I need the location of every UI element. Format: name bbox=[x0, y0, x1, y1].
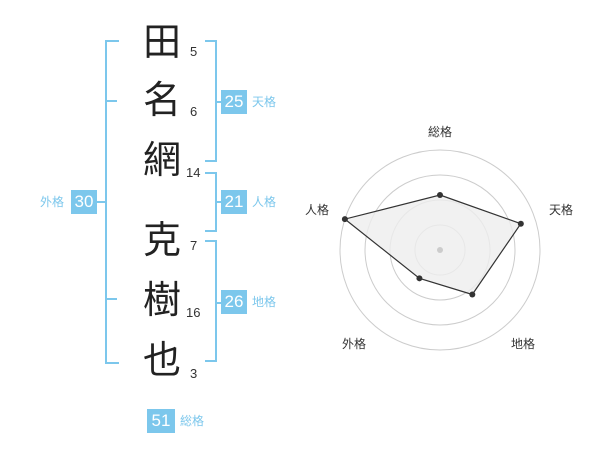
gaikaku-label: 外格 bbox=[40, 195, 65, 209]
name-char-4: 克 bbox=[142, 218, 181, 262]
radar-value-point bbox=[416, 275, 423, 282]
radar-axis-label-soukaku: 総格 bbox=[428, 125, 453, 139]
radar-grid-ring bbox=[364, 174, 516, 326]
tenkaku-label: 天格 bbox=[252, 95, 277, 109]
tenkaku-connector bbox=[215, 101, 221, 103]
stroke-count-5: 16 bbox=[186, 305, 201, 320]
radar-center-dot bbox=[437, 247, 443, 253]
chikaku-connector bbox=[215, 302, 221, 304]
chikaku-value: 26 bbox=[221, 290, 247, 314]
stroke-count-3: 14 bbox=[186, 165, 201, 180]
radar-value-point bbox=[517, 220, 524, 227]
gaikaku-connector bbox=[97, 201, 105, 203]
name-char-5: 樹 bbox=[142, 278, 181, 322]
stroke-count-1: 5 bbox=[190, 44, 198, 59]
radar-axis-label-jinkaku: 人格 bbox=[305, 203, 330, 217]
name-char-3: 網 bbox=[142, 138, 181, 182]
soukaku-value: 51 bbox=[147, 409, 175, 433]
name-char-2: 名 bbox=[142, 78, 181, 122]
radar-grid-ring bbox=[339, 149, 541, 351]
chikaku-bracket bbox=[205, 240, 217, 362]
stroke-count-6: 3 bbox=[190, 366, 198, 381]
radar-value-point bbox=[469, 291, 476, 298]
stroke-count-4: 7 bbox=[190, 238, 198, 253]
jinkaku-label: 人格 bbox=[252, 195, 277, 209]
fortune-radar-chart bbox=[339, 149, 541, 351]
soukaku-label: 総格 bbox=[180, 414, 205, 428]
gaikaku-bracket-tick-1 bbox=[105, 100, 117, 102]
stroke-count-2: 6 bbox=[190, 104, 198, 119]
radar-axis-label-chikaku: 地格 bbox=[511, 337, 536, 351]
radar-axis-label-tenkaku: 天格 bbox=[549, 203, 574, 217]
gaikaku-bracket bbox=[105, 40, 119, 364]
jinkaku-connector bbox=[215, 201, 221, 203]
radar-value-point bbox=[341, 216, 348, 223]
name-char-6: 也 bbox=[142, 338, 181, 382]
name-char-1: 田 bbox=[142, 20, 181, 64]
radar-value-point bbox=[437, 192, 443, 198]
chikaku-label: 地格 bbox=[252, 295, 277, 309]
tenkaku-value: 25 bbox=[221, 90, 247, 114]
jinkaku-value: 21 bbox=[221, 190, 247, 214]
radar-value-polygon bbox=[343, 194, 522, 296]
gaikaku-bracket-tick-2 bbox=[105, 298, 117, 300]
radar-axis-label-gaikaku: 外格 bbox=[342, 337, 367, 351]
gaikaku-value: 30 bbox=[71, 190, 97, 214]
